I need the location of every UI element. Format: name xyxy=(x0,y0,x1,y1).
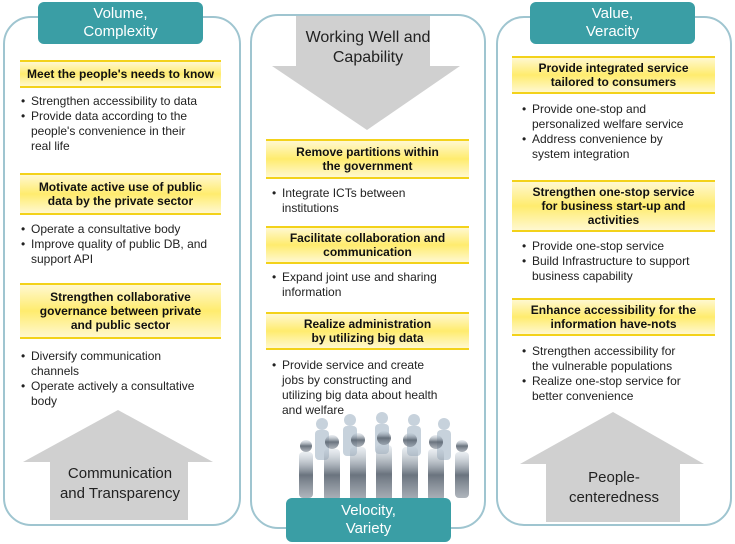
left-section-3-title: Strengthen collaborative governance betw… xyxy=(20,283,221,339)
right-section-1-bullets: Provide one-stop and personalized welfar… xyxy=(522,102,727,162)
bullet-item: Strengthen accessibility to data xyxy=(21,94,231,109)
down-arrow-icon xyxy=(272,16,460,130)
bullet-item: Operate actively a consultative body xyxy=(21,379,231,409)
left-section-1-title: Meet the people's needs to know xyxy=(20,60,221,88)
middle-section-2-bullets: Expand joint use and sharing information xyxy=(272,270,477,300)
bullet-item: Provide data according to the people's c… xyxy=(21,109,231,154)
bullet-item: Address convenience by system integratio… xyxy=(522,132,727,162)
right-section-2-bullets: Provide one-stop service Build Infrastru… xyxy=(522,239,727,284)
bullet-item: Operate a consultative body xyxy=(21,222,233,237)
middle-section-1-title: Remove partitions within the government xyxy=(266,139,469,179)
middle-section-2-title: Facilitate collaboration and communicati… xyxy=(266,226,469,264)
middle-section-1-bullets: Integrate ICTs between institutions xyxy=(272,186,477,216)
right-section-1-title: Provide integrated service tailored to c… xyxy=(512,56,715,94)
bullet-item: Provide service and create jobs by const… xyxy=(272,358,477,418)
right-arrow-label: People- centeredness xyxy=(568,469,660,506)
middle-section-3-title: Realize administration by utilizing big … xyxy=(266,312,469,350)
left-section-3-bullets: Diversify communication channels Operate… xyxy=(21,349,231,409)
bullet-item: Build Infrastructure to support business… xyxy=(522,254,727,284)
bullet-item: Integrate ICTs between institutions xyxy=(272,186,477,216)
left-section-2-bullets: Operate a consultative body Improve qual… xyxy=(21,222,233,267)
left-section-2-title: Motivate active use of public data by th… xyxy=(20,173,221,215)
up-arrow-icon xyxy=(520,412,704,522)
tab-volume-complexity: Volume, Complexity xyxy=(38,2,203,44)
right-section-3-bullets: Strengthen accessibility for the vulnera… xyxy=(522,344,727,404)
bullet-item: Provide one-stop and personalized welfar… xyxy=(522,102,727,132)
left-arrow-label: Communication and Transparency xyxy=(59,465,181,502)
right-section-3-title: Enhance accessibility for the informatio… xyxy=(512,298,715,336)
bullet-item: Expand joint use and sharing information xyxy=(272,270,477,300)
middle-arrow-label: Working Well and Capability xyxy=(305,29,431,66)
bullet-item: Realize one-stop service for better conv… xyxy=(522,374,727,404)
tab-velocity-variety: Velocity, Variety xyxy=(286,498,451,542)
tab-value-veracity: Value, Veracity xyxy=(530,2,695,44)
bullet-item: Improve quality of public DB, and suppor… xyxy=(21,237,233,267)
bullet-item: Diversify communication channels xyxy=(21,349,231,379)
bullet-item: Provide one-stop service xyxy=(522,239,727,254)
bullet-item: Strengthen accessibility for the vulnera… xyxy=(522,344,727,374)
middle-section-3-bullets: Provide service and create jobs by const… xyxy=(272,358,477,418)
right-section-2-title: Strengthen one-stop service for business… xyxy=(512,180,715,232)
left-section-1-bullets: Strengthen accessibility to data Provide… xyxy=(21,94,231,154)
up-arrow-icon xyxy=(23,410,213,520)
crowd-silhouette-image xyxy=(299,412,469,503)
